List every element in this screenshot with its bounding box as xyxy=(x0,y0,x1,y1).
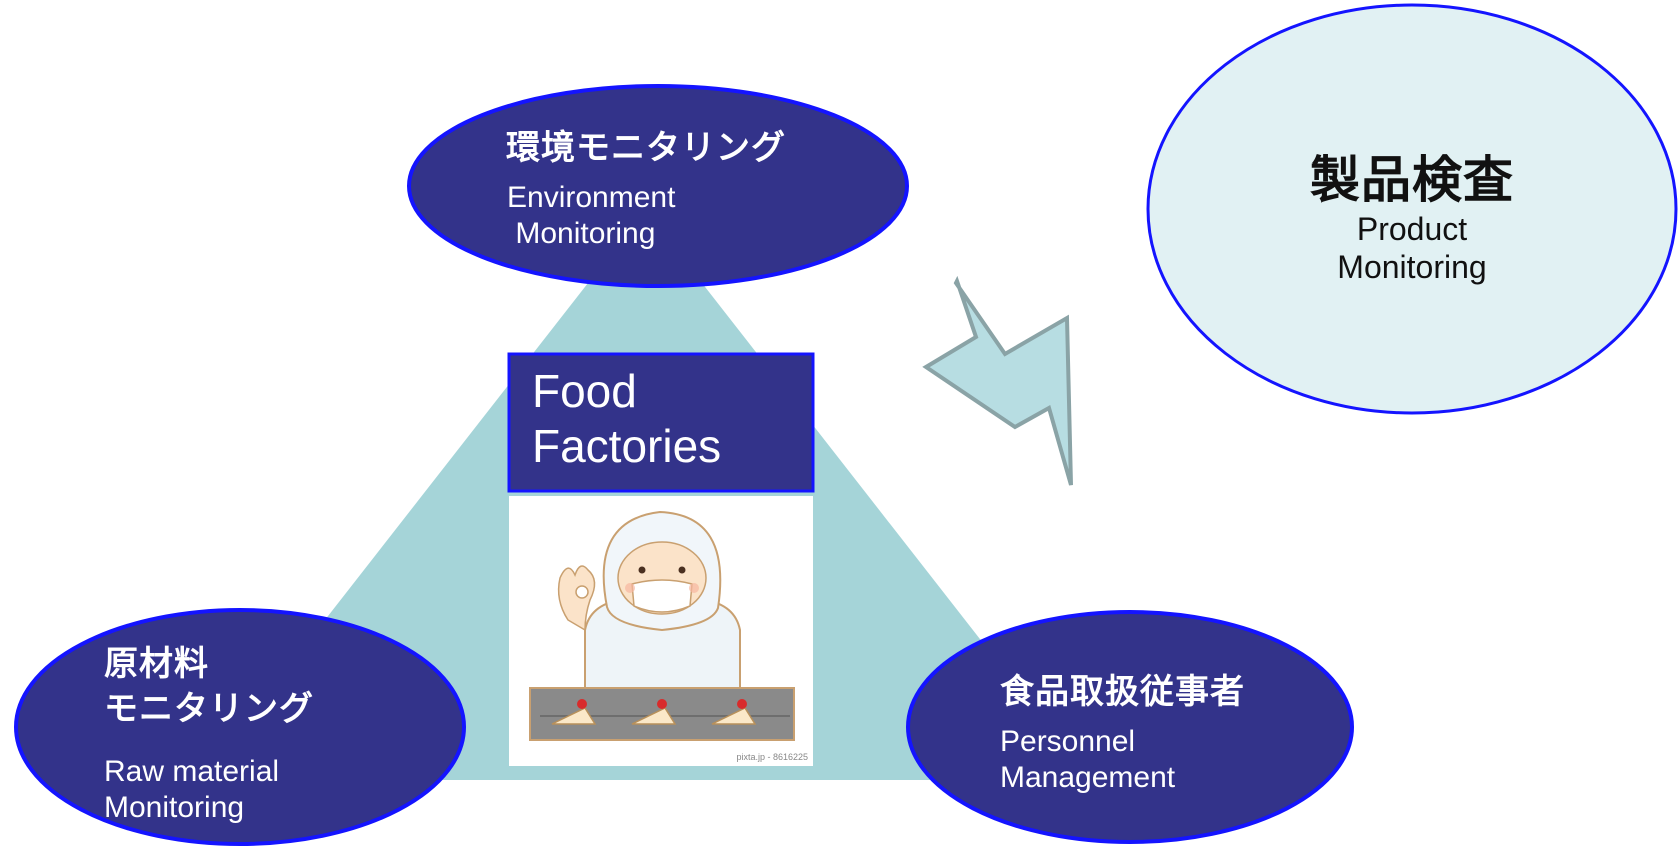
food-factories-line1: Food xyxy=(532,365,637,417)
product-en-label: Product Monitoring xyxy=(1262,210,1562,287)
worker-eye-icon xyxy=(638,566,646,574)
environment-ellipse xyxy=(407,84,909,288)
raw-material-jp-line1: 原材料 xyxy=(104,644,209,684)
product-ellipse xyxy=(1146,3,1678,415)
personnel-jp-label: 食品取扱従事者 xyxy=(1000,672,1245,712)
worker-eye-icon xyxy=(678,566,686,574)
flow-arrow xyxy=(922,275,1073,486)
food-factories-box xyxy=(507,352,815,493)
factory-worker-illustration: pixta.jp - 8616225 xyxy=(509,496,813,766)
raw-material-jp-label: 原材料 モニタリング xyxy=(104,644,314,730)
product-jp-label: 製品検査 xyxy=(1310,151,1514,209)
cake-icon xyxy=(551,699,597,725)
raw-material-en-label: Raw material Monitoring xyxy=(104,754,279,826)
environment-jp-label: 環境モニタリング xyxy=(506,128,786,168)
personnel-en-line2: Management xyxy=(1000,761,1176,794)
environment-en-line2: Monitoring xyxy=(507,217,656,250)
product-en-line2: Monitoring xyxy=(1337,249,1487,286)
factory-triangle xyxy=(200,210,1090,780)
food-factories-line2: Factories xyxy=(532,420,722,473)
ok-hand-icon xyxy=(557,565,596,632)
image-credit: pixta.jp - 8616225 xyxy=(736,752,808,762)
worker-mask-icon xyxy=(631,579,693,613)
raw-material-en-line1: Raw material xyxy=(104,755,280,788)
raw-material-en-line2: Monitoring xyxy=(104,791,245,824)
product-en-line1: Product xyxy=(1356,211,1468,247)
cake-icon xyxy=(711,699,757,725)
raw-material-jp-line2: モニタリング xyxy=(104,688,314,729)
food-factories-label: Food Factories xyxy=(532,364,721,474)
personnel-en-label: Personnel Management xyxy=(1000,724,1175,796)
environment-en-line1: Environment xyxy=(507,181,676,214)
personnel-en-line1: Personnel xyxy=(1000,725,1136,758)
raw-material-ellipse xyxy=(14,608,466,846)
worker-cheek-icon xyxy=(689,583,699,593)
environment-en-label: Environment Monitoring xyxy=(507,180,675,252)
ok-hand-ring-icon xyxy=(575,585,589,599)
cake-icon xyxy=(631,699,677,725)
worker-cheek-icon xyxy=(625,583,635,593)
personnel-ellipse xyxy=(906,610,1354,844)
